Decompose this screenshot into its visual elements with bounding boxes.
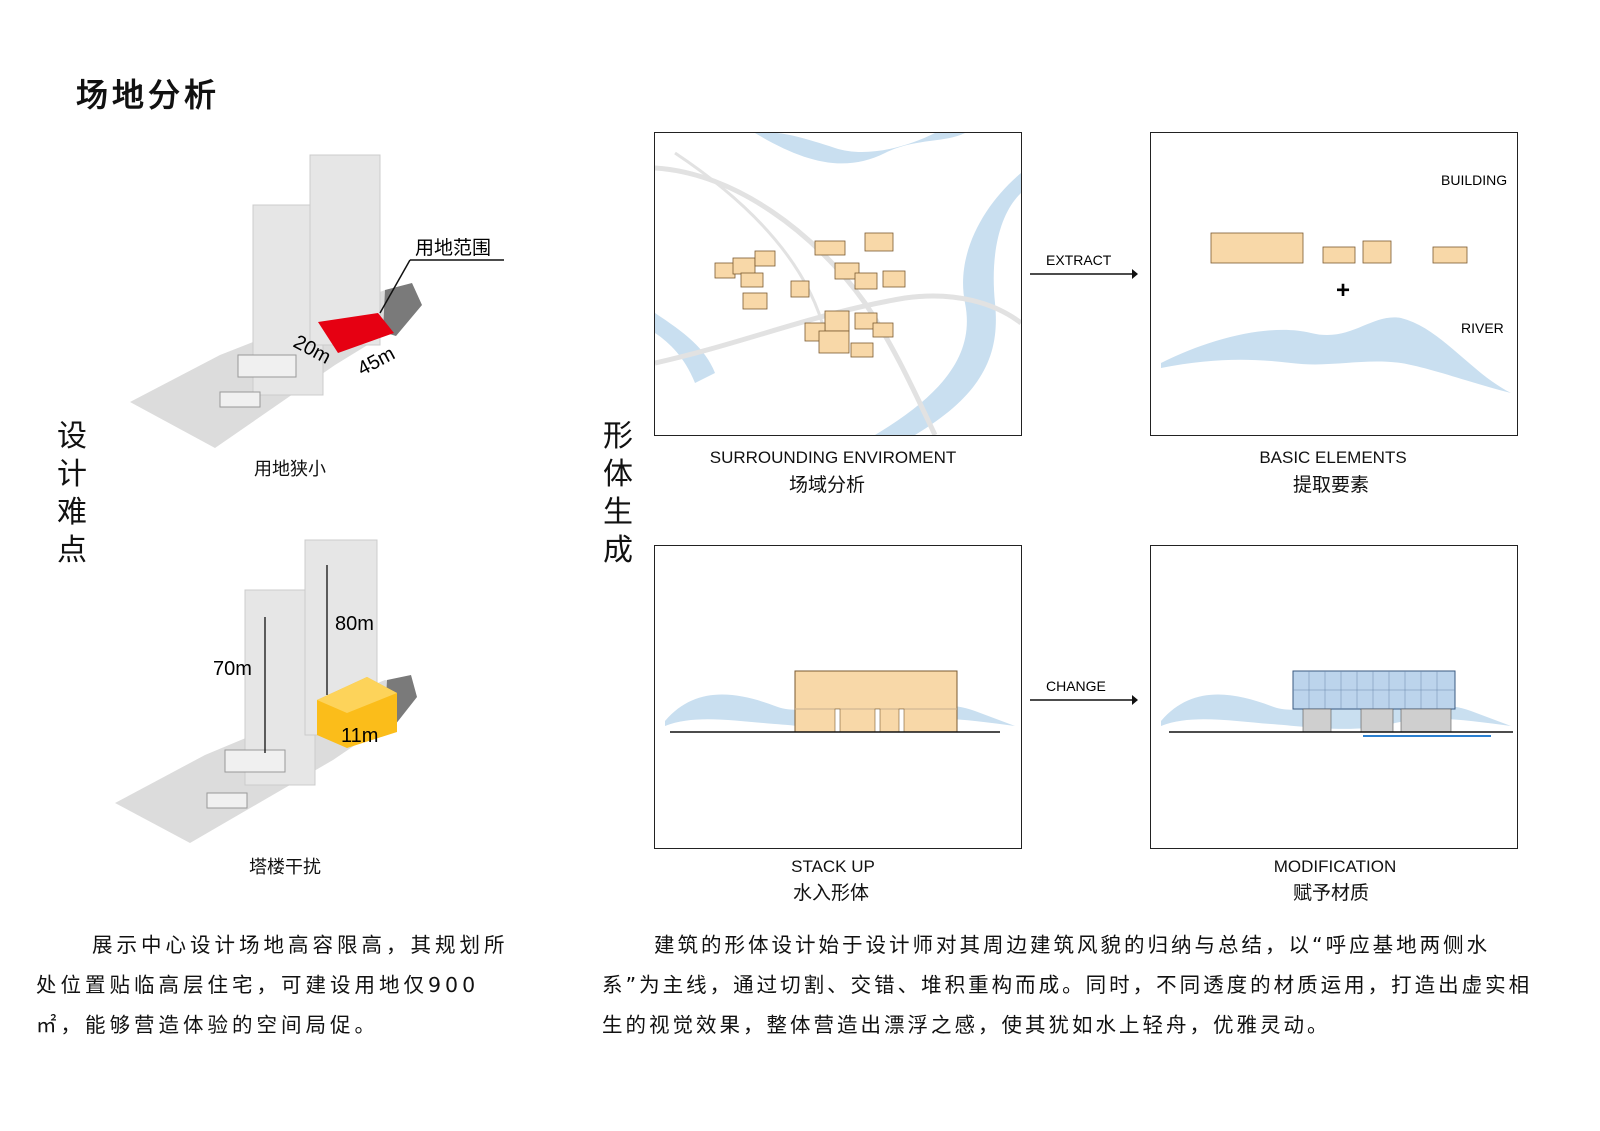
- river-label: RIVER: [1461, 320, 1504, 336]
- height-a-label: 70m: [213, 658, 252, 680]
- road-branch: [674, 151, 827, 334]
- road-curve: [655, 165, 938, 435]
- arrow-extract-label: EXTRACT: [1046, 252, 1112, 268]
- yellow-volume-top: [317, 677, 397, 713]
- arrow-change: CHANGE: [1030, 678, 1138, 705]
- panel-basic-caption-cn: 提取要素: [1292, 474, 1369, 496]
- height-c-label: 11m: [341, 725, 378, 747]
- stack-opening: [874, 708, 881, 733]
- tower-interference-diagram: 70m 80m 11m: [115, 539, 417, 843]
- stack-opening: [834, 708, 841, 733]
- arrow-change-label: CHANGE: [1046, 678, 1106, 694]
- road-cross: [655, 293, 1021, 366]
- plus-sign: +: [1336, 277, 1350, 304]
- river-top: [755, 133, 965, 164]
- panel-surrounding: [654, 132, 1022, 436]
- river-right: [875, 173, 1021, 435]
- podium-step: [219, 391, 261, 408]
- building-label: BUILDING: [1441, 172, 1507, 188]
- left-description: 展示中心设计场地高容限高，其规划所处位置贴临高层住宅，可建设用地仅900㎡，能够…: [36, 933, 509, 1037]
- panel-surrounding-caption-en: SURROUNDING ENVIROMENT: [709, 448, 957, 467]
- site-edge-shadow: [383, 283, 422, 336]
- stack-up-elevation: [665, 670, 1015, 733]
- caption-tower-interference: 塔楼干扰: [249, 857, 321, 878]
- page-title: 场地分析: [76, 76, 221, 114]
- podium-block: [224, 749, 286, 773]
- base-slats-mid: [1360, 708, 1394, 733]
- element-building-small-right: [1432, 246, 1468, 264]
- river-left: [655, 313, 715, 383]
- right-description: 建筑的形体设计始于设计师对其周边建筑风貌的归纳与总结，以“呼应基地两侧水系”为主…: [602, 933, 1533, 1037]
- form-generation-label: 形体生成: [603, 419, 633, 568]
- panel-stack-caption-en: STACK UP: [791, 857, 875, 876]
- arrow-extract: EXTRACT: [1030, 252, 1138, 279]
- caption-narrow-site: 用地狭小: [254, 459, 326, 480]
- panel-basic-elements: BUILDING + RIVER: [1150, 132, 1518, 436]
- element-building-large: [1210, 232, 1304, 264]
- panel-modification-caption-en: MODIFICATION: [1273, 857, 1397, 876]
- tower-b: [309, 154, 381, 346]
- element-river: [1161, 317, 1511, 393]
- site-narrow-diagram: 用地范围 20m 45m: [130, 154, 504, 448]
- site-callout-label: 用地范围: [415, 237, 491, 259]
- element-building-small: [1322, 246, 1356, 264]
- height-b-label: 80m: [335, 613, 374, 635]
- element-building-square: [1362, 240, 1392, 264]
- arrow-head: [1132, 269, 1138, 279]
- podium-block: [237, 354, 297, 378]
- basic-elements-plan: BUILDING + RIVER: [1161, 172, 1511, 393]
- base-slats-right: [1400, 708, 1452, 733]
- glass-mullions: [1293, 671, 1455, 709]
- callout-leader: [379, 259, 411, 314]
- water-wave: [1161, 694, 1511, 729]
- panel-surrounding-caption-cn: 场域分析: [788, 474, 865, 496]
- panel-stack-caption-cn: 水入形体: [792, 882, 869, 904]
- site-red-area: [318, 313, 394, 353]
- panel-stack-up: [654, 545, 1022, 849]
- modification-elevation: [1161, 670, 1513, 737]
- arrow-head: [1132, 695, 1138, 705]
- stack-opening: [898, 708, 905, 733]
- difficulty-label: 设计难点: [57, 419, 87, 568]
- base-slats-left: [1302, 708, 1332, 733]
- surrounding-plan: [655, 133, 1021, 435]
- panel-modification: [1150, 545, 1518, 849]
- podium-step: [206, 792, 248, 809]
- village-buildings: [714, 232, 906, 358]
- panel-modification-caption-cn: 赋予材质: [1292, 882, 1369, 904]
- panel-basic-caption-en: BASIC ELEMENTS: [1259, 448, 1407, 467]
